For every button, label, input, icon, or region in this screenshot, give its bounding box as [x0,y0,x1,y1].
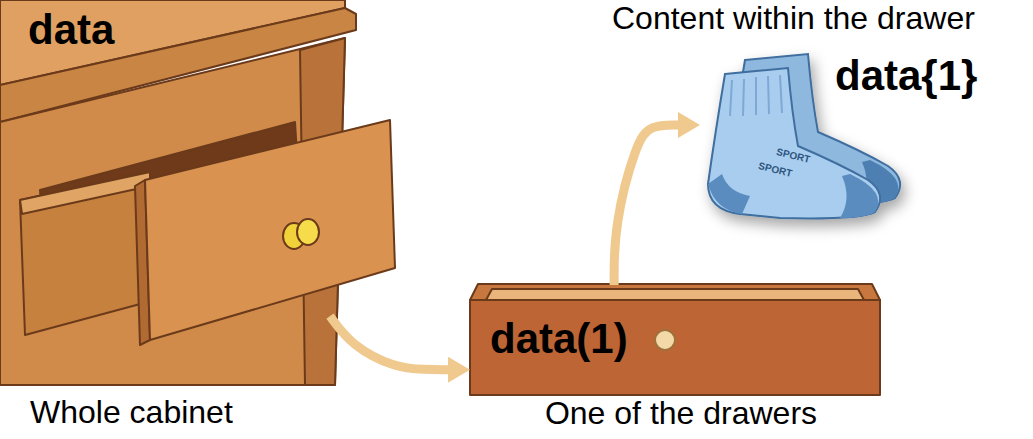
variable-name: data{1} [835,52,977,100]
flow-arrow [614,125,678,285]
cabinet-node: dataWhole cabinet [0,0,330,439]
socks-illustration [743,79,744,116]
drawer-illustration [486,289,864,300]
drawer-illustration [470,284,880,395]
cabinet-illustration [145,120,395,340]
socks-illustration [708,174,750,214]
print-label: SPORT [757,160,793,179]
drawer-illustration [655,330,675,350]
drawer-illustration [470,284,880,300]
variable-name: data [28,6,114,54]
variable-name: data(1) [490,315,628,363]
drawer-node: data(1) One of the drawers [470,285,892,439]
caption-text: Whole cabinet [30,394,233,431]
socks-illustration [768,76,769,114]
content-node: Content within the drawerdata{1} [700,40,1020,220]
socks-illustration [780,75,782,113]
socks-illustration [755,77,757,115]
caption-text: One of the drawers [470,395,892,432]
socks-illustration [840,174,878,218]
print-label: SPORT [775,146,811,165]
socks-illustration [730,80,732,116]
cabinet-illustration [297,219,319,245]
socks-illustration [730,75,782,116]
cabinet-illustration [20,172,150,214]
heading-text: Content within the drawer [612,0,975,37]
flow-arrow [330,316,448,370]
drawer-illustration [470,300,880,395]
